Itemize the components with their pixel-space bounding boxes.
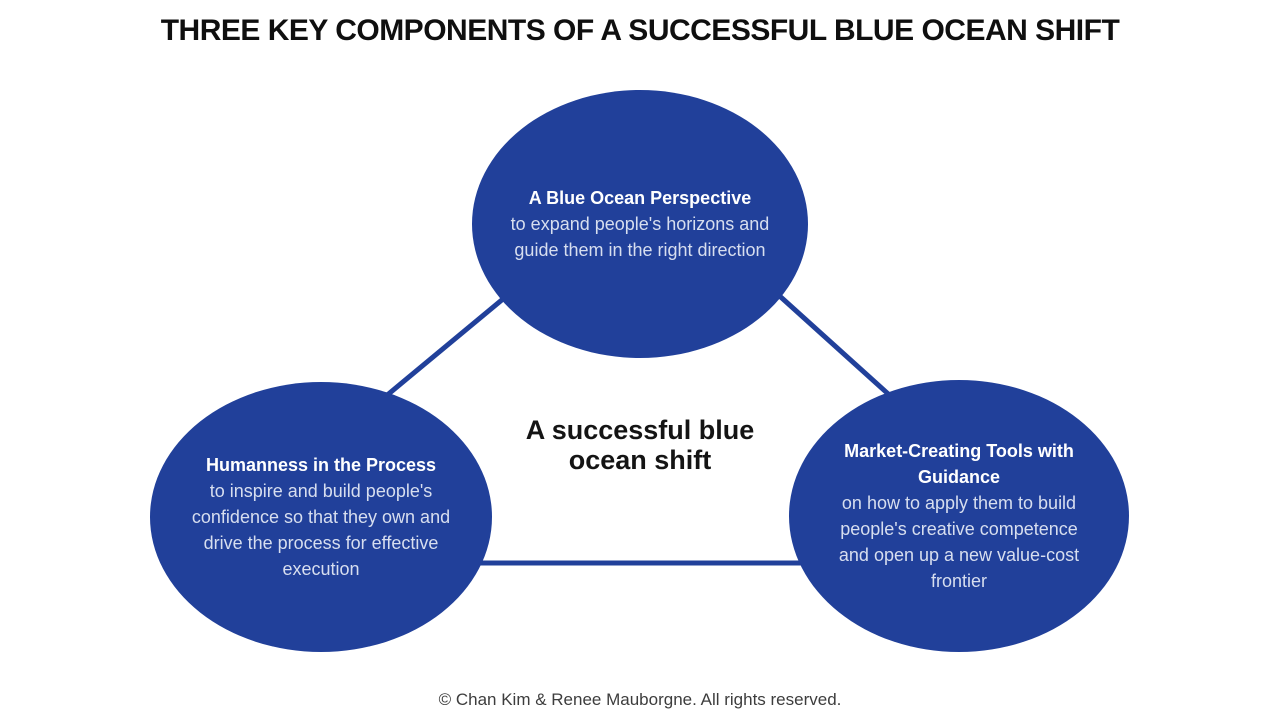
node-heading: Market-Creating Tools with Guidance [844,441,1074,487]
node-heading: A Blue Ocean Perspective [528,188,752,208]
page-title: THREE KEY COMPONENTS OF A SUCCESSFUL BLU… [160,14,1120,47]
node-heading: Humanness in the Process [205,455,437,475]
node-humanness-in-process: Humanness in the Process to inspire and … [150,382,492,652]
copyright-footer: © Chan Kim & Renee Mauborgne. All rights… [438,690,842,709]
node-blue-ocean-perspective: A Blue Ocean Perspective to expand peopl… [472,90,808,358]
center-label: A successful blue ocean shift [525,415,755,475]
connector-top-right [761,279,908,412]
node-body: on how to apply them to build people's c… [838,493,1080,591]
connector-top-left [372,282,523,408]
node-body: to inspire and build people's confidence… [191,481,451,579]
node-body: to expand people's horizons and guide th… [510,214,770,260]
node-market-creating-tools: Market-Creating Tools with Guidance on h… [789,380,1129,652]
